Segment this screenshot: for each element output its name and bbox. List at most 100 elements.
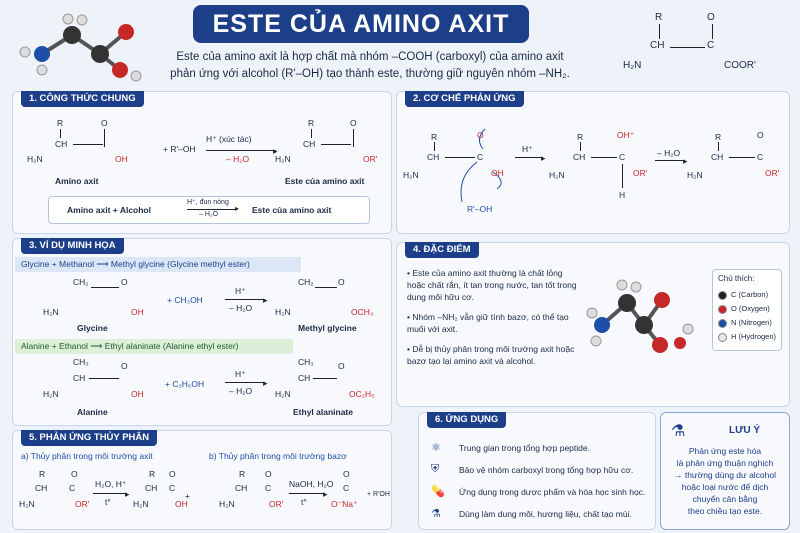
s2-oh: OH [491, 168, 504, 178]
s1-summary-box: Amino axit + Alcohol H⁺, đun nóng ▸ – H₂… [48, 196, 370, 224]
note-line: là phản ứng thuận nghịch [676, 458, 774, 468]
ex1-reagent: + CH₃OH [167, 295, 203, 305]
h-acid-r2: R [149, 469, 156, 479]
section-2-header: 2. CƠ CHẾ PHẢN ỨNG [405, 91, 524, 107]
ex2-hplus: H⁺ [235, 369, 246, 379]
ex1-o2: O [338, 277, 345, 287]
note-line: theo chiều tạo este. [687, 506, 763, 516]
s1-summary-right: Este của amino axit [252, 205, 332, 215]
s2-ch2: CH [573, 152, 586, 162]
s2-ch: CH [427, 152, 440, 162]
feature-bullet-1: • Este của amino axit thường là chất lỏn… [407, 268, 577, 302]
h-base-ona: O⁻Na⁺ [331, 499, 358, 509]
note-line: Phản ứng este hóa [688, 446, 762, 456]
note-line: → thường dùng dư alcohol [673, 470, 777, 480]
section-applications: 6. ỨNG DỤNG ⚛ Trung gian trong tổng hợp … [418, 412, 656, 530]
h-acid-o: O [71, 469, 78, 479]
s1-o: O [101, 118, 108, 128]
h-base-or: OR' [269, 499, 284, 509]
h-base-r: R [239, 469, 246, 479]
ester-molecule-icon [586, 279, 694, 353]
ex1-nh2: H₂N [43, 307, 59, 317]
ex2-oh: OH [131, 389, 144, 399]
bottle-icon: ⚗ [431, 508, 441, 520]
h-base-c: C [265, 483, 272, 493]
ex1-o: O [121, 277, 128, 287]
intro-line-1: Este của amino axit là hợp chất mà nhóm … [176, 51, 564, 63]
s1-o2: O [350, 118, 357, 128]
legend-swatch [718, 304, 727, 314]
s1-ch2: CH [303, 139, 316, 149]
s1-ch: CH [55, 139, 68, 149]
legend-item: H (Hydrogen) [718, 332, 776, 342]
formula-coor: COOR' [724, 60, 756, 71]
ex2-minus-water: – H₂O [229, 386, 253, 396]
ex2-right-label: Ethyl alaninate [293, 407, 353, 417]
note-text: Phản ứng este hóa là phản ứng thuận nghịc… [667, 445, 783, 517]
acid-cond: H₂O, H⁺ [95, 479, 127, 489]
base-heat: t° [301, 497, 307, 507]
s2-h: H [619, 190, 626, 200]
s1-or: OR' [363, 154, 378, 164]
h-base-c2: C [343, 483, 350, 493]
h-base-ch: CH [235, 483, 248, 493]
ex2-o: O [121, 361, 128, 371]
s1-r: R [57, 118, 64, 128]
s1-catalyst: H⁺ (xúc tác) [206, 134, 252, 144]
intro-text: Este của amino axit là hợp chất mà nhóm … [170, 49, 570, 83]
ex1-ch2: CH₂ [73, 277, 89, 287]
feature-bullet-3: • Dễ bị thủy phân trong môi trường axit … [407, 344, 575, 366]
s1-ester-label: Este của amino axit [285, 176, 365, 186]
s2-arrows-icon [460, 128, 502, 203]
s2-c: C [477, 152, 484, 162]
legend-label: N (Nitrogen) [731, 318, 772, 327]
section-hydrolysis: 5. PHẢN ỨNG THỦY PHÂN a) Thủy phân trong… [12, 430, 392, 530]
ex2-left-label: Alanine [77, 407, 108, 417]
h-acid-c2: C [169, 483, 176, 493]
section-1-header: 1. CÔNG THỨC CHUNG [21, 91, 144, 107]
h-acid-ch: CH [35, 483, 48, 493]
legend-item: N (Nitrogen) [718, 318, 772, 328]
formula-ch: CH [650, 40, 665, 51]
s1-summary-left: Amino axit + Alcohol [67, 205, 151, 215]
ex2-nh2-2: H₂N [275, 389, 291, 399]
acid-heat: t° [105, 497, 111, 507]
note-line: chuyển cân bằng [692, 494, 758, 504]
h-acid-nh2: H₂N [19, 499, 35, 509]
legend-item: O (Oxygen) [718, 304, 770, 314]
legend-label: O (Oxygen) [731, 304, 770, 313]
amino-acid-molecule-icon [19, 13, 142, 82]
s2-nh2: H₂N [403, 170, 419, 180]
section-3-header: 3. VÍ DỤ MINH HỌA [21, 238, 124, 254]
h-acid-or: OR' [75, 499, 90, 509]
legend-box: Chú thích: C (Carbon)O (Oxygen)N (Nitrog… [712, 269, 782, 351]
s1-r2: R [308, 118, 315, 128]
h-acid-o2: O [169, 469, 176, 479]
legend-item: C (Carbon) [718, 290, 768, 300]
s2-r: R [431, 132, 438, 142]
s2-or3: OR' [765, 168, 780, 178]
ex2-reagent: + C₂H₅OH [165, 379, 205, 389]
section-examples: 3. VÍ DỤ MINH HỌA Glycine + Methanol ⟶ M… [12, 238, 392, 426]
flask-icon: ⚗ [671, 423, 686, 440]
app-item-2-text: Bảo vệ nhóm carboxyl trong tổng hợp hữu … [459, 465, 634, 475]
s2-r2: R [577, 132, 584, 142]
s1-summary-water: – H₂O [199, 211, 219, 218]
shield-icon: ⛨ [431, 463, 440, 475]
s1-minus-water: – H₂O [226, 154, 250, 164]
ex1-right-label: Methyl glycine [298, 323, 357, 333]
ex1-band: Glycine + Methanol ⟶ Methyl glycine (Gly… [15, 257, 301, 272]
section-5-header: 5. PHẢN ỨNG THỦY PHÂN [21, 430, 158, 446]
s2-minus-water: – H₂O [657, 148, 681, 158]
intro-line-2: phản ứng với alcohol (R'–OH) tạo thành e… [170, 68, 570, 80]
formula-c: C [707, 40, 715, 51]
s2-r3: R [715, 132, 722, 142]
s2-ohplus: OH⁺ [617, 130, 635, 140]
legend-label: H (Hydrogen) [731, 332, 777, 341]
ex2-nh2: H₂N [43, 389, 59, 399]
h-base-nh2: H₂N [219, 499, 235, 509]
section-mechanism: 2. CƠ CHẾ PHẢN ỨNG R CH H₂N O C OH R'–OH… [396, 91, 790, 234]
formula-nh2: H₂N [623, 60, 642, 71]
h-base-roh: + R'OH [367, 491, 390, 498]
